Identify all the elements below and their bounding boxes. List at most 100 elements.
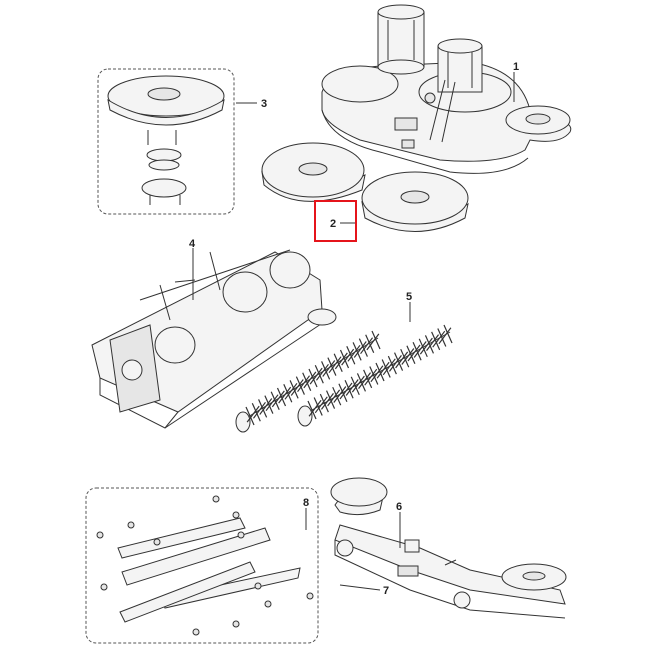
bristle — [284, 386, 292, 396]
bristle — [302, 372, 308, 383]
bristle — [278, 394, 286, 404]
part-2-pad-discs[interactable] — [261, 142, 469, 232]
bristle — [370, 368, 378, 378]
bristle — [438, 335, 446, 345]
bristle — [347, 348, 355, 358]
bristle — [345, 387, 353, 396]
bristle — [382, 366, 390, 376]
bristle — [431, 331, 437, 342]
bristle — [376, 365, 384, 375]
bristle — [315, 371, 323, 381]
bristle — [401, 356, 409, 365]
bristle — [372, 333, 380, 343]
bristle — [407, 348, 415, 357]
bristle — [381, 359, 387, 369]
bristle — [325, 390, 332, 400]
bristle — [341, 356, 349, 366]
part-3-disc-group[interactable] — [97, 68, 235, 215]
bristle — [338, 383, 344, 393]
bristle — [271, 394, 279, 404]
bristle — [339, 386, 347, 395]
bristle — [412, 342, 418, 352]
bristle — [303, 379, 311, 389]
bristle — [252, 409, 260, 419]
bristle — [395, 359, 403, 369]
bristle — [258, 401, 266, 411]
bristle — [407, 352, 415, 362]
bristle — [360, 345, 368, 355]
callout-7[interactable]: 7 — [383, 585, 389, 597]
bristle — [358, 380, 366, 389]
bristle — [332, 386, 338, 397]
bristle — [350, 376, 356, 387]
part-8-hardware-group[interactable] — [85, 487, 319, 644]
bristle — [357, 375, 365, 385]
bristle — [344, 380, 350, 390]
callout-3[interactable]: 3 — [261, 98, 267, 110]
bristle — [339, 349, 346, 360]
bristle — [295, 376, 301, 386]
bristle — [333, 353, 339, 364]
callout-1[interactable]: 1 — [513, 61, 519, 73]
bristle — [327, 397, 335, 407]
bristle — [382, 361, 390, 371]
bristle — [289, 380, 295, 390]
bristle — [315, 367, 323, 377]
bristle — [425, 337, 433, 347]
bristle — [271, 398, 279, 408]
part-6-7-squeegee-assembly[interactable] — [330, 477, 567, 619]
bristle — [443, 324, 449, 335]
bristle — [356, 373, 363, 383]
bristle — [308, 368, 314, 379]
bristle — [376, 369, 384, 379]
bristle — [400, 348, 406, 359]
bristle — [394, 355, 402, 364]
bristle — [276, 387, 283, 398]
bristle — [388, 363, 396, 372]
bristle — [313, 397, 319, 407]
bristle — [346, 345, 352, 356]
bristle — [437, 328, 443, 338]
bristle — [339, 390, 347, 400]
bristle — [265, 398, 273, 407]
bristle — [418, 338, 424, 349]
bristle — [264, 395, 270, 405]
bristle — [327, 357, 333, 367]
bristle — [334, 360, 342, 370]
bristle — [314, 399, 322, 409]
part-4-brush-frame[interactable] — [91, 249, 337, 429]
bristle — [401, 351, 409, 361]
bristle — [319, 393, 325, 404]
bristle — [309, 371, 317, 381]
bristle — [320, 401, 328, 410]
bristle — [265, 402, 273, 412]
part-1-disc-motor-assembly[interactable] — [321, 4, 572, 174]
callout-2[interactable]: 2 — [330, 218, 336, 230]
bristle — [307, 400, 313, 411]
bristle — [426, 342, 434, 351]
bristle — [251, 402, 257, 413]
bristle — [413, 344, 421, 354]
bristle — [351, 383, 359, 393]
callout-5[interactable]: 5 — [406, 291, 412, 303]
bristle — [340, 352, 348, 362]
bristle — [347, 352, 355, 362]
bristle — [364, 372, 372, 381]
callout-8[interactable]: 8 — [303, 497, 309, 509]
bristle — [246, 413, 254, 423]
part-5-brush-rollers[interactable] — [235, 324, 453, 433]
bristle — [353, 344, 361, 354]
bristle — [259, 406, 267, 415]
bristle — [258, 399, 264, 409]
bristle — [352, 342, 358, 352]
bristle — [432, 338, 440, 348]
bristle — [284, 390, 292, 400]
bristle — [387, 355, 393, 366]
bristle — [314, 404, 322, 414]
callout-4[interactable]: 4 — [189, 238, 196, 250]
bristle — [314, 364, 320, 375]
callout-6[interactable]: 6 — [396, 501, 402, 513]
bristle — [296, 379, 304, 388]
